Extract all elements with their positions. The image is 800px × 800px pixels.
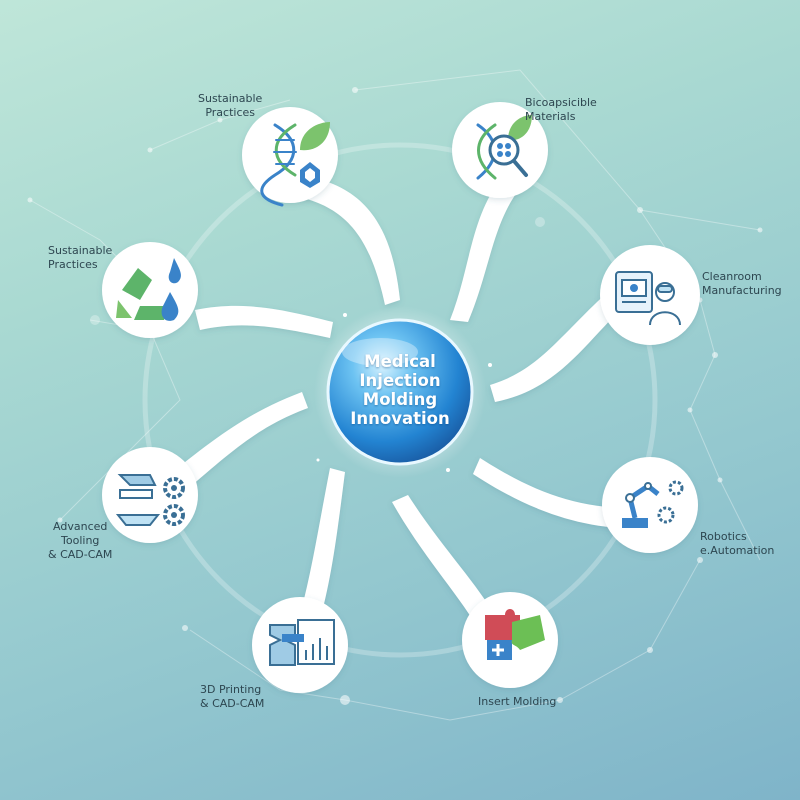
node-circle-robotics — [602, 457, 698, 553]
dna-magnifier-icon — [476, 115, 532, 180]
center-title: Medical Injection Molding Innovation — [350, 352, 450, 428]
tooling-gears-icon — [115, 474, 185, 526]
label-biocompatible: Bicoapsicible Materials — [525, 96, 597, 123]
arm-biocompatible — [450, 180, 520, 322]
label-cleanroom: Cleanroom Manufacturing — [702, 270, 782, 297]
arm-tooling — [175, 392, 308, 487]
center-sphere — [314, 306, 492, 478]
recycle-drops-icon — [116, 258, 181, 321]
robot-arm-gears-icon — [622, 480, 684, 528]
connector-arms — [175, 175, 622, 628]
arm-insert — [392, 495, 495, 628]
puzzle-pieces-icon — [485, 609, 545, 660]
arm-cleanroom — [490, 290, 622, 402]
label-sustainable-left: Sustainable Practices — [48, 244, 113, 271]
dna-leaf-icon — [260, 122, 330, 207]
arm-robotics — [473, 458, 620, 528]
node-circle-sustainable-left — [102, 242, 198, 338]
label-sustainable-top: Sustainable Practices — [198, 92, 263, 119]
3d-printer-chart-icon — [269, 619, 335, 666]
node-circle-sustainable-top — [242, 107, 338, 203]
label-tooling: Advanced Tooling & CAD-CAM — [48, 520, 113, 561]
arm-sustainable-left — [195, 305, 333, 338]
label-printing: 3D Printing & CAD-CAM — [200, 683, 265, 710]
label-robotics: Robotics e.Automation — [700, 530, 775, 557]
cleanroom-worker-icon — [615, 271, 681, 326]
label-insert: Insert Molding — [478, 695, 557, 708]
arm-printing — [300, 468, 345, 620]
